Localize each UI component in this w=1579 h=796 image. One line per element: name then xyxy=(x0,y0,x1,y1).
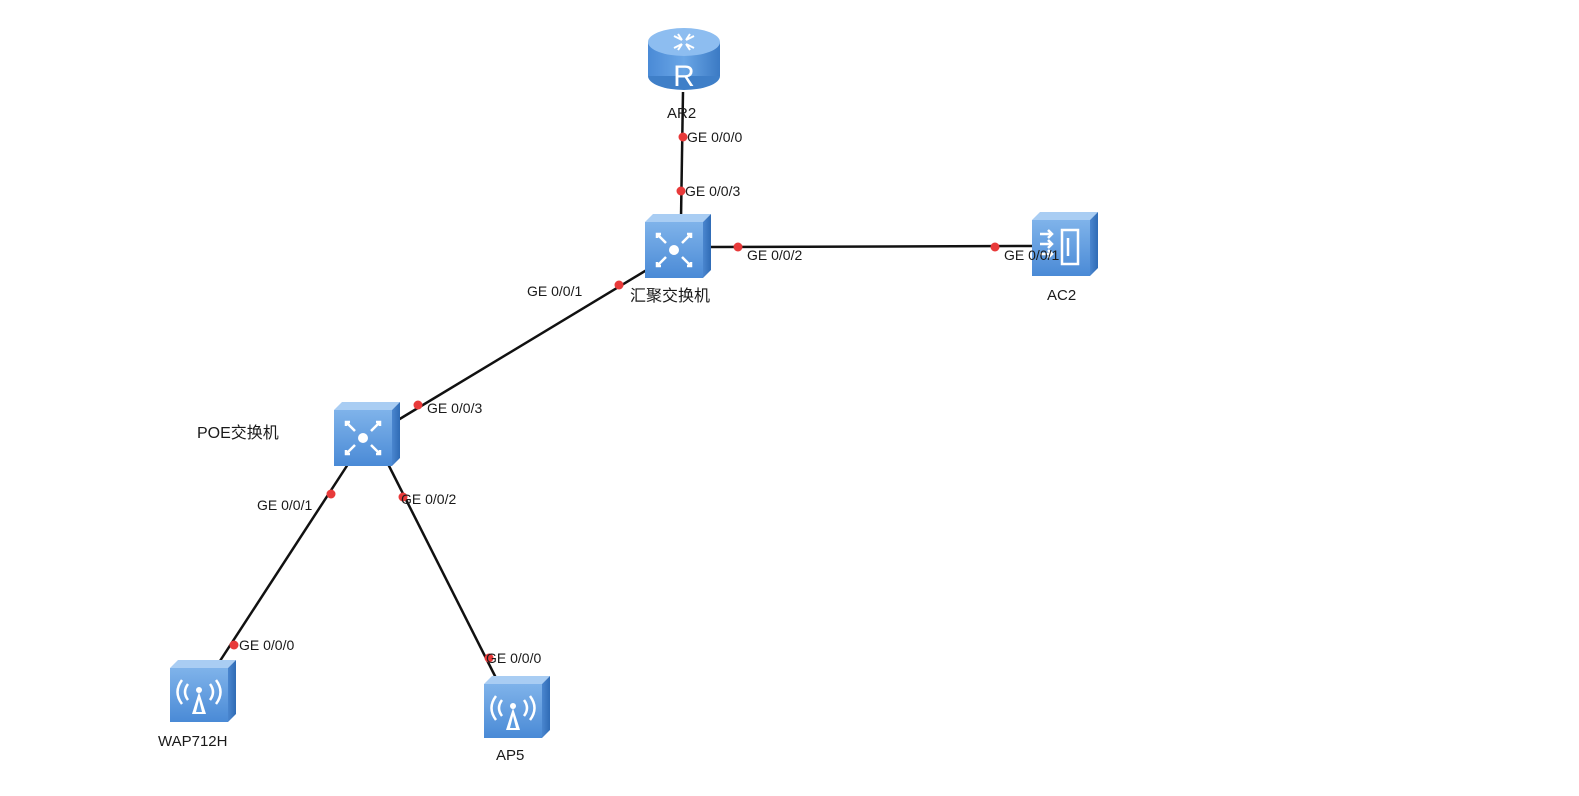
wireless-ap-icon[interactable] xyxy=(484,676,550,738)
port-dot-poe-ge001 xyxy=(326,489,336,499)
links xyxy=(216,91,1036,679)
port-label-ac2-ge001: GE 0/0/1 xyxy=(1004,247,1060,263)
link-agg-ac2[interactable] xyxy=(707,244,1036,249)
port-label-ap5-ge000: GE 0/0/0 xyxy=(486,650,542,666)
link-poe-wap[interactable] xyxy=(216,457,354,665)
router-icon[interactable]: R xyxy=(648,28,720,93)
port-dot-wap-ge000 xyxy=(229,640,239,650)
port-dot-ar2-ge000 xyxy=(678,132,688,142)
port-dot-poe-ge002 xyxy=(398,492,408,502)
port-dot-agg-ge003 xyxy=(676,186,686,196)
wireless-ap-icon[interactable] xyxy=(170,660,236,722)
switch-icon[interactable] xyxy=(645,214,711,278)
device-label-ar2: AR2 xyxy=(667,105,697,122)
device-label-agg-switch: 汇聚交换机 xyxy=(630,288,711,305)
port-label-ar2-ge000: GE 0/0/0 xyxy=(687,129,743,145)
device-label-wap712h: WAP712H xyxy=(158,733,228,750)
device-label-ap5: AP5 xyxy=(496,747,525,764)
port-label-wap-ge000: GE 0/0/0 xyxy=(239,637,295,653)
switch-icon[interactable] xyxy=(334,402,400,466)
link-agg-poe[interactable] xyxy=(397,266,651,422)
port-label-poe-ge003: GE 0/0/3 xyxy=(427,400,483,416)
link-ar2-agg[interactable] xyxy=(679,91,685,219)
port-dot-agg-ge002 xyxy=(733,242,743,252)
port-label-poe-ge002: GE 0/0/2 xyxy=(401,491,457,507)
port-dot-ac2-ge001 xyxy=(990,242,1000,252)
port-label-agg-ge002: GE 0/0/2 xyxy=(747,247,803,263)
access-controller-icon[interactable] xyxy=(1032,212,1098,276)
svg-text:R: R xyxy=(673,60,695,93)
device-label-ac2: AC2 xyxy=(1047,287,1077,304)
port-dot-agg-ge001 xyxy=(614,280,624,290)
port-label-agg-ge003: GE 0/0/3 xyxy=(685,183,741,199)
port-label-agg-ge001: GE 0/0/1 xyxy=(527,283,583,299)
port-dot-poe-ge003 xyxy=(413,400,423,410)
port-label-poe-ge001: GE 0/0/1 xyxy=(257,497,313,513)
device-label-poe-switch: POE交换机 xyxy=(197,425,279,442)
port-dots xyxy=(229,132,1000,663)
port-dot-ap5-ge000 xyxy=(484,653,494,663)
